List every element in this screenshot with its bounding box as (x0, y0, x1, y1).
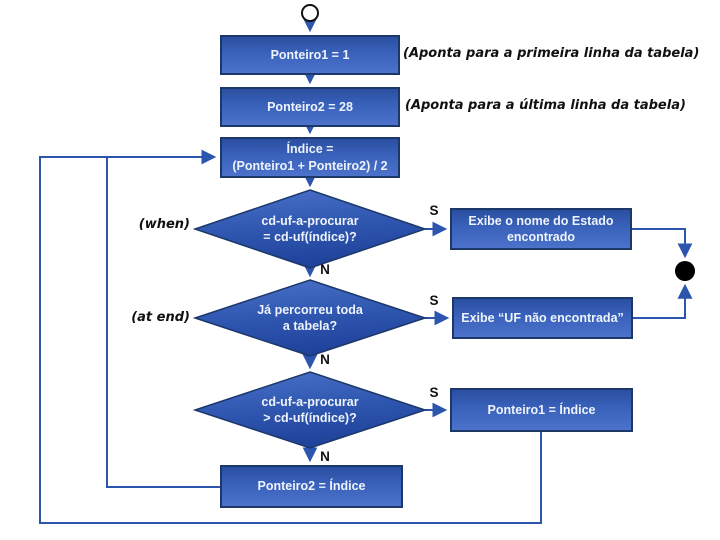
decision2-yes-label: S (429, 293, 439, 308)
connector-exibe-estado-to-end (632, 228, 693, 259)
decision3-text: cd-uf-a-procurar > cd-uf(índice)? (230, 385, 390, 435)
process-indice-calc: Índice = (Ponteiro1 + Ponteiro2) / 2 (220, 137, 400, 178)
annotation-when: (when) (138, 217, 190, 232)
decision1-shape (192, 189, 428, 269)
decision1-no-label: N (320, 262, 330, 277)
decision2-line2: a tabela? (282, 319, 338, 333)
process-exibe-uf-nao-encontrada: Exibe “UF não encontrada” (452, 297, 633, 339)
decision2-text: Já percorreu toda a tabela? (230, 293, 390, 343)
decision1-text: cd-uf-a-procurar = cd-uf(índice)? (230, 204, 390, 254)
decision2-line1: Já percorreu toda (257, 302, 363, 317)
end-terminator (675, 261, 695, 281)
process-exibe-estado-line1: Exibe o nome do Estado (468, 213, 614, 228)
connector-exibe-uf-to-end (633, 283, 693, 319)
decision3-shape (192, 371, 428, 449)
process-ponteiro1-set: Ponteiro1 = Índice (450, 388, 633, 432)
start-terminator (301, 4, 319, 22)
process-ponteiro1-init-label: Ponteiro1 = 1 (270, 47, 350, 62)
decision3-line1: cd-uf-a-procurar (261, 394, 359, 409)
process-exibe-uf-label: Exibe “UF não encontrada” (461, 310, 624, 325)
decision2-shape (192, 279, 428, 357)
process-indice-calc-line1: Índice = (286, 142, 334, 157)
decision3-line2: > cd-uf(índice)? (263, 411, 357, 425)
process-ponteiro2-set: Ponteiro2 = Índice (220, 465, 403, 508)
annotation-at-end: (at end) (131, 310, 190, 325)
process-exibe-estado: Exibe o nome do Estado encontrado (450, 208, 632, 250)
decision1-line1: cd-uf-a-procurar (261, 213, 359, 228)
annotation-last-line: (Aponta para a última linha da tabela) (405, 98, 686, 113)
connector-loop-ponteiro1-to-indice (39, 149, 542, 524)
process-indice-calc-line2: (Ponteiro1 + Ponteiro2) / 2 (232, 158, 388, 173)
process-ponteiro1-set-label: Ponteiro1 = Índice (487, 402, 596, 417)
decision2-no-label: N (320, 352, 330, 367)
decision1-yes-label: S (429, 203, 439, 218)
decision1-line2: = cd-uf(índice)? (263, 230, 357, 244)
process-ponteiro2-set-label: Ponteiro2 = Índice (257, 479, 366, 494)
decision3-yes-label: S (429, 385, 439, 400)
process-exibe-estado-line2: encontrado (506, 230, 576, 244)
annotation-first-line: (Aponta para a primeira linha da tabela) (403, 46, 700, 61)
connector-loop-ponteiro2-to-indice (106, 157, 220, 488)
process-ponteiro2-init: Ponteiro2 = 28 (220, 87, 400, 127)
decision3-no-label: N (320, 449, 330, 464)
process-ponteiro1-init: Ponteiro1 = 1 (220, 35, 400, 75)
process-ponteiro2-init-label: Ponteiro2 = 28 (267, 99, 353, 114)
